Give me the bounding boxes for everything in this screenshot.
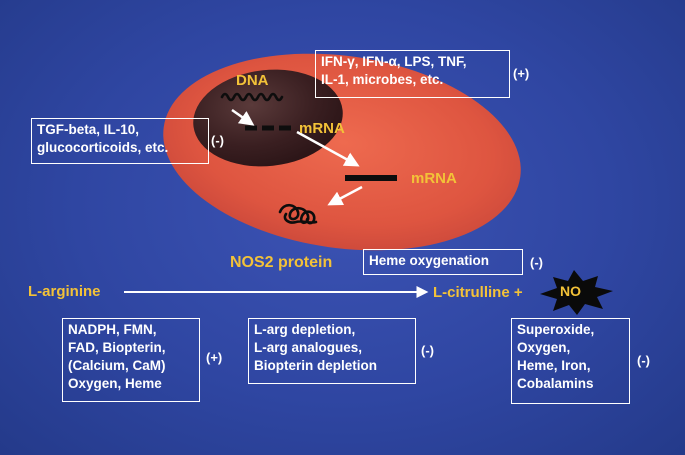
scavengers-line-4: Cobalamins xyxy=(517,376,594,391)
sign-suppressors: (-) xyxy=(211,133,224,148)
inducers-line-2: IL-1, microbes, etc. xyxy=(321,72,444,87)
box-depletion: L-arg depletion, L-arg analogues, Biopte… xyxy=(248,318,416,384)
heme-oxygenation-line-1: Heme oxygenation xyxy=(369,253,490,268)
label-l-arginine: L-arginine xyxy=(28,283,101,300)
label-mrna-nucleus: mRNA xyxy=(299,120,345,137)
box-scavengers: Superoxide, Oxygen, Heme, Iron, Cobalami… xyxy=(511,318,630,404)
box-heme-oxygenation: Heme oxygenation xyxy=(363,249,523,275)
sign-depletion: (-) xyxy=(421,343,434,358)
depletion-line-3: Biopterin depletion xyxy=(254,358,377,373)
cofactors-line-3: (Calcium, CaM) xyxy=(68,358,166,373)
label-l-citrulline: L-citrulline + xyxy=(433,284,523,301)
scavengers-line-1: Superoxide, xyxy=(517,322,595,337)
nucleus xyxy=(193,69,343,167)
box-cofactors: NADPH, FMN, FAD, Biopterin, (Calcium, Ca… xyxy=(62,318,200,402)
label-mrna-cytoplasm: mRNA xyxy=(411,170,457,187)
scavengers-line-2: Oxygen, xyxy=(517,340,571,355)
cofactors-line-1: NADPH, FMN, xyxy=(68,322,157,337)
label-dna: DNA xyxy=(236,72,269,89)
box-inducers: IFN-γ, IFN-α, LPS, TNF, IL-1, microbes, … xyxy=(315,50,510,98)
scavengers-line-3: Heme, Iron, xyxy=(517,358,591,373)
no-starburst xyxy=(540,270,613,315)
sign-cofactors: (+) xyxy=(206,350,223,365)
depletion-line-1: L-arg depletion, xyxy=(254,322,356,337)
label-nos2-protein: NOS2 protein xyxy=(230,254,333,271)
box-suppressors: TGF-beta, IL-10, glucocorticoids, etc. xyxy=(31,118,209,164)
depletion-line-2: L-arg analogues, xyxy=(254,340,363,355)
arrow-mrna-to-protein xyxy=(327,185,363,206)
label-no: NO xyxy=(560,283,581,299)
inducers-line-1: IFN-γ, IFN-α, LPS, TNF, xyxy=(321,54,467,69)
cofactors-line-4: Oxygen, Heme xyxy=(68,376,162,391)
dna-strand xyxy=(220,92,284,102)
sign-heme-oxygenation: (-) xyxy=(530,255,543,270)
cofactors-line-2: FAD, Biopterin, xyxy=(68,340,166,355)
arrow-mrna-export xyxy=(296,130,360,167)
sign-scavengers: (-) xyxy=(637,353,650,368)
protein-coil xyxy=(278,203,318,225)
suppressors-line-1: TGF-beta, IL-10, xyxy=(37,122,140,137)
arrow-dna-to-mrna xyxy=(231,108,255,126)
sign-inducers: (+) xyxy=(513,66,530,81)
suppressors-line-2: glucocorticoids, etc. xyxy=(37,140,169,155)
